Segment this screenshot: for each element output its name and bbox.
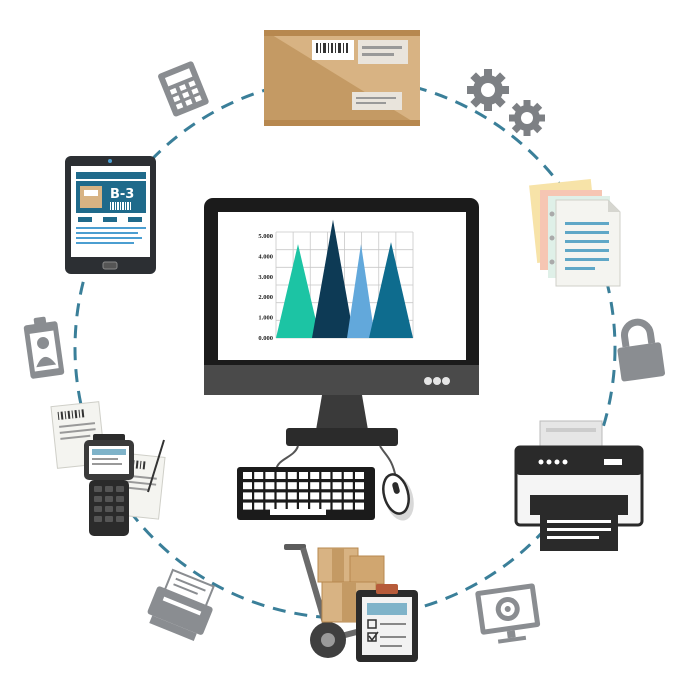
y-tick-label: 0.000 <box>258 335 273 342</box>
keyboard-key <box>343 482 353 490</box>
mouse-icon <box>382 473 414 521</box>
keyboard-key <box>332 502 342 510</box>
keyboard-key <box>343 472 353 479</box>
series-peak <box>347 244 375 338</box>
power-dot <box>442 377 450 385</box>
keyboard-key <box>299 472 308 479</box>
series-peak <box>369 242 413 338</box>
keyboard-key <box>276 482 286 490</box>
keyboard-key <box>332 472 342 479</box>
keyboard-key <box>355 472 364 479</box>
keyboard-key <box>276 502 286 510</box>
keyboard-key <box>321 482 331 490</box>
series-peak <box>312 219 354 338</box>
keyboard-key <box>276 492 286 500</box>
keyboard-key <box>355 482 364 490</box>
y-tick-label: 2.000 <box>258 294 273 301</box>
chart-series <box>276 219 413 338</box>
keyboard-key <box>287 502 297 510</box>
keyboard-key <box>321 502 331 510</box>
keyboard-key <box>321 492 331 500</box>
y-axis-ticks: 5.000 4.000 3.000 2.000 1.000 0.000 <box>258 233 273 342</box>
keyboard-key <box>299 492 308 500</box>
padlock-icon <box>617 318 666 382</box>
keyboard-key <box>321 472 331 479</box>
documents-icon <box>529 178 621 287</box>
keyboard-key <box>265 482 275 490</box>
y-tick-label: 3.000 <box>258 274 273 281</box>
keyboard-keys <box>243 472 364 515</box>
keyboard-key <box>254 492 264 500</box>
y-tick-label: 5.000 <box>258 233 273 240</box>
id-badge-icon <box>23 316 65 379</box>
keyboard-key <box>343 502 353 510</box>
keyboard-key <box>243 502 252 510</box>
keyboard-key <box>310 482 320 490</box>
printer-icon <box>514 420 644 551</box>
keyboard-key <box>243 482 252 490</box>
keyboard-spacebar <box>270 509 326 515</box>
barcode-scanner-icon <box>50 401 166 536</box>
tablet-screen-label: B-3 <box>110 187 134 202</box>
keyboard-key <box>254 502 264 510</box>
keyboard-key <box>310 492 320 500</box>
keyboard-key <box>299 482 308 490</box>
calculator-icon <box>158 61 209 117</box>
keyboard-key <box>332 482 342 490</box>
y-tick-label: 4.000 <box>258 253 273 260</box>
power-dot <box>433 377 441 385</box>
keyboard-key <box>254 472 264 479</box>
keyboard-key <box>265 492 275 500</box>
keyboard-key <box>254 482 264 490</box>
keyboard-key <box>310 472 320 479</box>
y-tick-label: 1.000 <box>258 315 273 322</box>
keyboard-key <box>310 502 320 510</box>
keyboard-key <box>355 502 364 510</box>
keyboard-key <box>243 472 252 479</box>
area-chart: 5.000 4.000 3.000 2.000 1.000 0.000 <box>258 219 414 342</box>
cd-monitor-icon <box>475 583 541 644</box>
keyboard-key <box>287 492 297 500</box>
keyboard-key <box>299 502 308 510</box>
monitor-icon: 5.000 4.000 3.000 2.000 1.000 0.000 <box>204 198 479 479</box>
series-peak <box>276 244 320 338</box>
keyboard-key <box>355 492 364 500</box>
tablet-icon: B-3 <box>65 156 156 274</box>
clipboard-icon <box>356 584 418 662</box>
box-icon <box>264 30 420 126</box>
keyboard-key <box>276 472 286 479</box>
power-dot <box>424 377 432 385</box>
keyboard-key <box>287 472 297 479</box>
gears-icon <box>467 69 545 136</box>
keyboard-icon <box>237 467 375 520</box>
keyboard-key <box>243 492 252 500</box>
fax-icon <box>147 568 215 641</box>
keyboard-key <box>332 492 342 500</box>
keyboard-key <box>287 482 297 490</box>
keyboard-key <box>265 502 275 510</box>
keyboard-key <box>343 492 353 500</box>
keyboard-key <box>265 472 275 479</box>
